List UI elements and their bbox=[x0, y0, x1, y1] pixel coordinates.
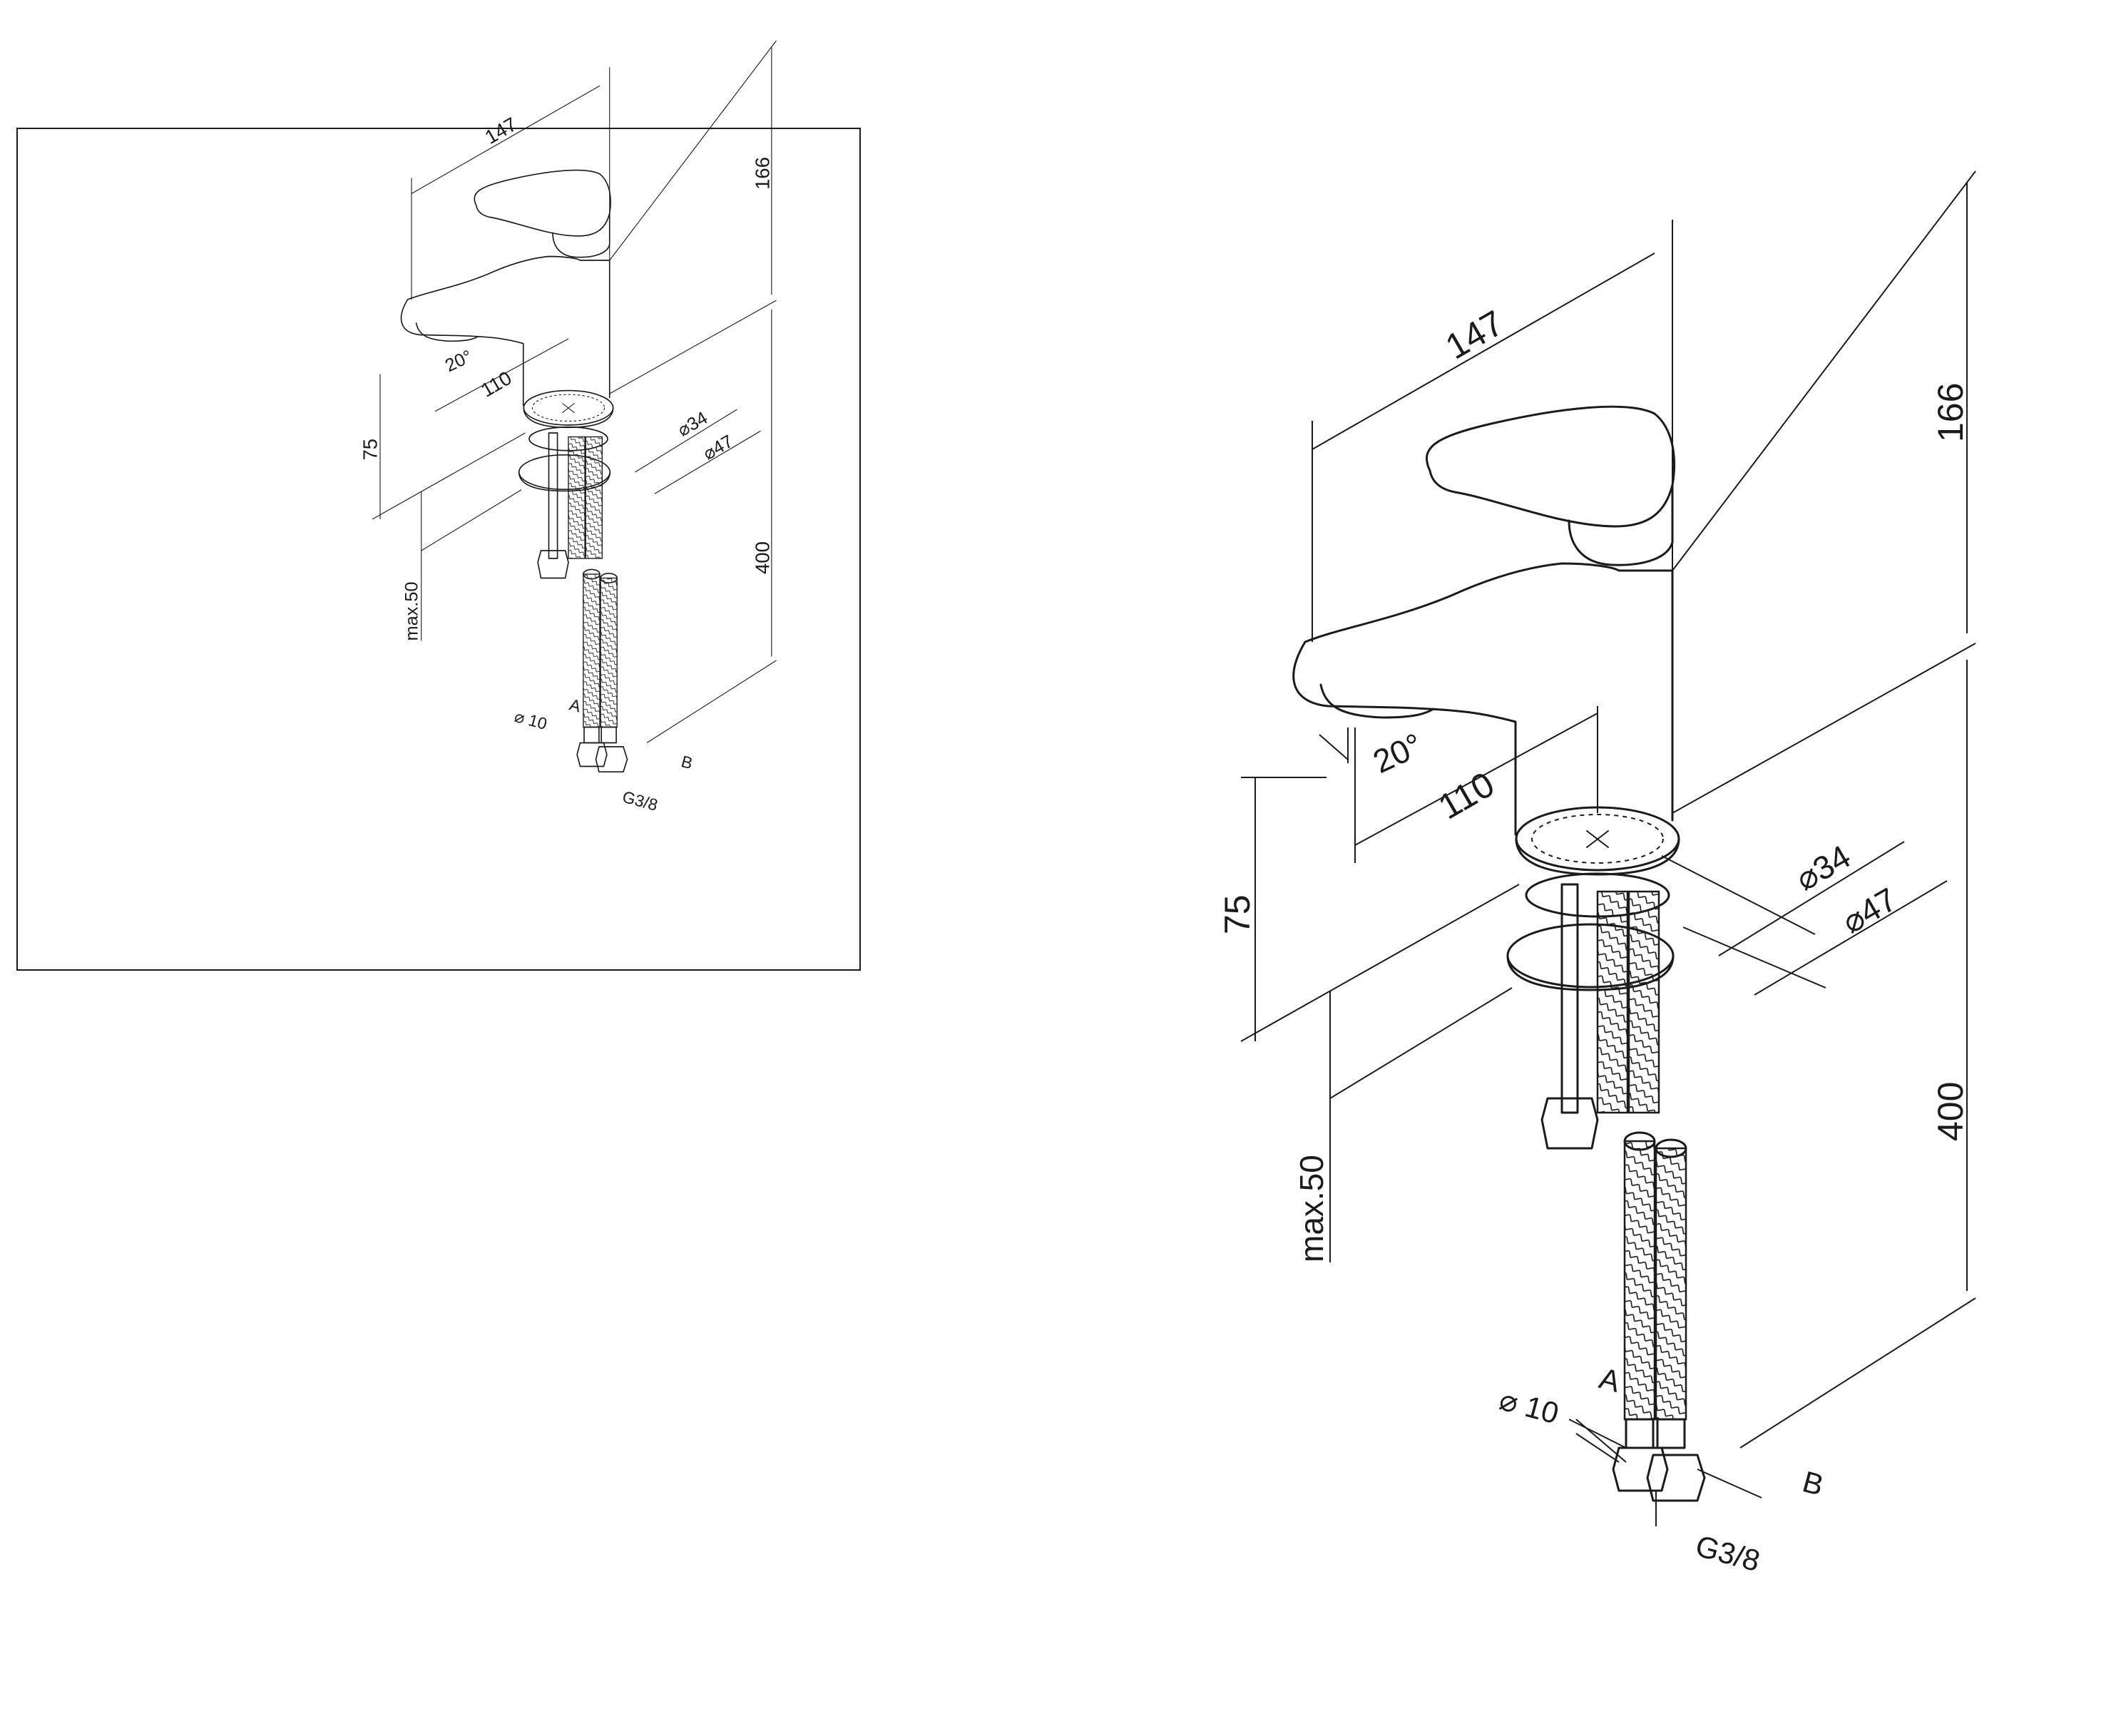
label-147: 147 bbox=[1439, 302, 1511, 367]
dim-110-line bbox=[1354, 713, 1598, 846]
thumb-label-147: 147 bbox=[481, 113, 521, 148]
label-166: 166 bbox=[1931, 383, 1971, 442]
thumb-label-166: 166 bbox=[752, 157, 774, 190]
label-47: ⌀47 bbox=[1836, 880, 1903, 940]
thumbnail-frame bbox=[16, 128, 861, 971]
thumb-label-g38: G3/8 bbox=[620, 787, 660, 815]
label-b: B bbox=[1799, 1464, 1827, 1502]
dim-147-line bbox=[1312, 252, 1655, 450]
thumb-label-20deg: 20° bbox=[442, 347, 476, 377]
thumb-label-max50: max.50 bbox=[402, 582, 421, 641]
thumb-label-d10: ⌀ 10 bbox=[513, 707, 549, 733]
dim-47-line bbox=[1754, 880, 1948, 996]
label-400: 400 bbox=[1931, 1082, 1971, 1141]
label-110: 110 bbox=[1432, 764, 1501, 827]
thumb-label-b: B bbox=[679, 752, 695, 772]
main-drawing: 147 166 400 75 max.50 110 20° ⌀34 ⌀47 ⌀ … bbox=[1217, 170, 1976, 1578]
thumb-label-400: 400 bbox=[752, 541, 774, 574]
label-20deg: 20° bbox=[1367, 726, 1428, 781]
thumb-label-a: A bbox=[568, 695, 583, 715]
label-a: A bbox=[1596, 1361, 1624, 1399]
dim-34-line bbox=[1718, 841, 1905, 956]
label-34: ⌀34 bbox=[1789, 837, 1856, 897]
thumb-label-34: ⌀34 bbox=[675, 408, 712, 441]
label-g38: G3/8 bbox=[1692, 1528, 1764, 1578]
thumbnail-drawing: 147 166 400 75 max.50 110 20° ⌀34 ⌀47 ⌀ … bbox=[359, 40, 777, 815]
label-max50: max.50 bbox=[1293, 1155, 1330, 1262]
thumb-label-75: 75 bbox=[359, 439, 382, 461]
thumb-label-110: 110 bbox=[477, 367, 515, 402]
label-d10: ⌀ 10 bbox=[1496, 1382, 1563, 1430]
thumb-label-47: ⌀47 bbox=[700, 432, 737, 464]
label-75: 75 bbox=[1217, 894, 1257, 934]
